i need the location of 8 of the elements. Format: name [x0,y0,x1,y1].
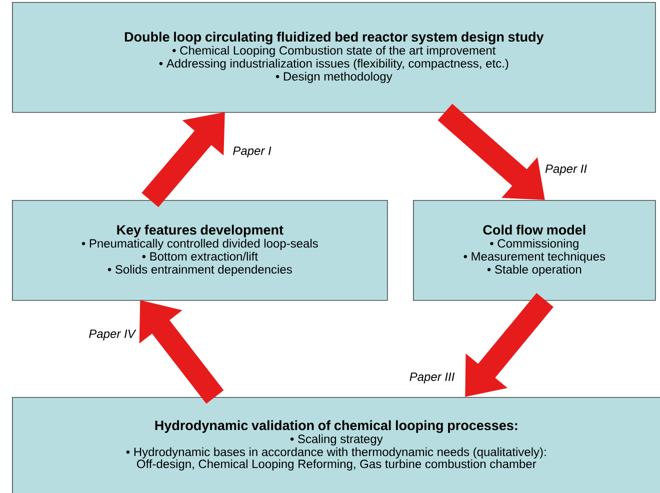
edge-label: Paper I [233,146,272,158]
edge-label: Paper III [410,372,455,384]
edge-label: Paper II [545,164,587,176]
text-box: Key features development • Pneumatically controlled divided loop-seals • Bottom extraction/lift • Solids entrainment dependencies [12,200,388,301]
text-box: Hydrodynamic validation of chemical looping processes: • Scaling strategy • Hydrodynamic bases in accordance with thermodynamic needs (qualitatively): Off-design, Chemical Looping Reforming, Gas turbine combustion chamber [12,397,660,493]
edge-label: Paper IV [89,330,136,340]
text-box: Cold flow model • Commissioning • Measurement techniques • Stable operation [413,200,656,301]
text-box: Double loop circulating fluidized bed reactor system design study • Chemical Looping Combustion state of the art improvement • Addressing industrialization issues (flexibility, compactness, etc.) • Design methodology [12,2,656,113]
